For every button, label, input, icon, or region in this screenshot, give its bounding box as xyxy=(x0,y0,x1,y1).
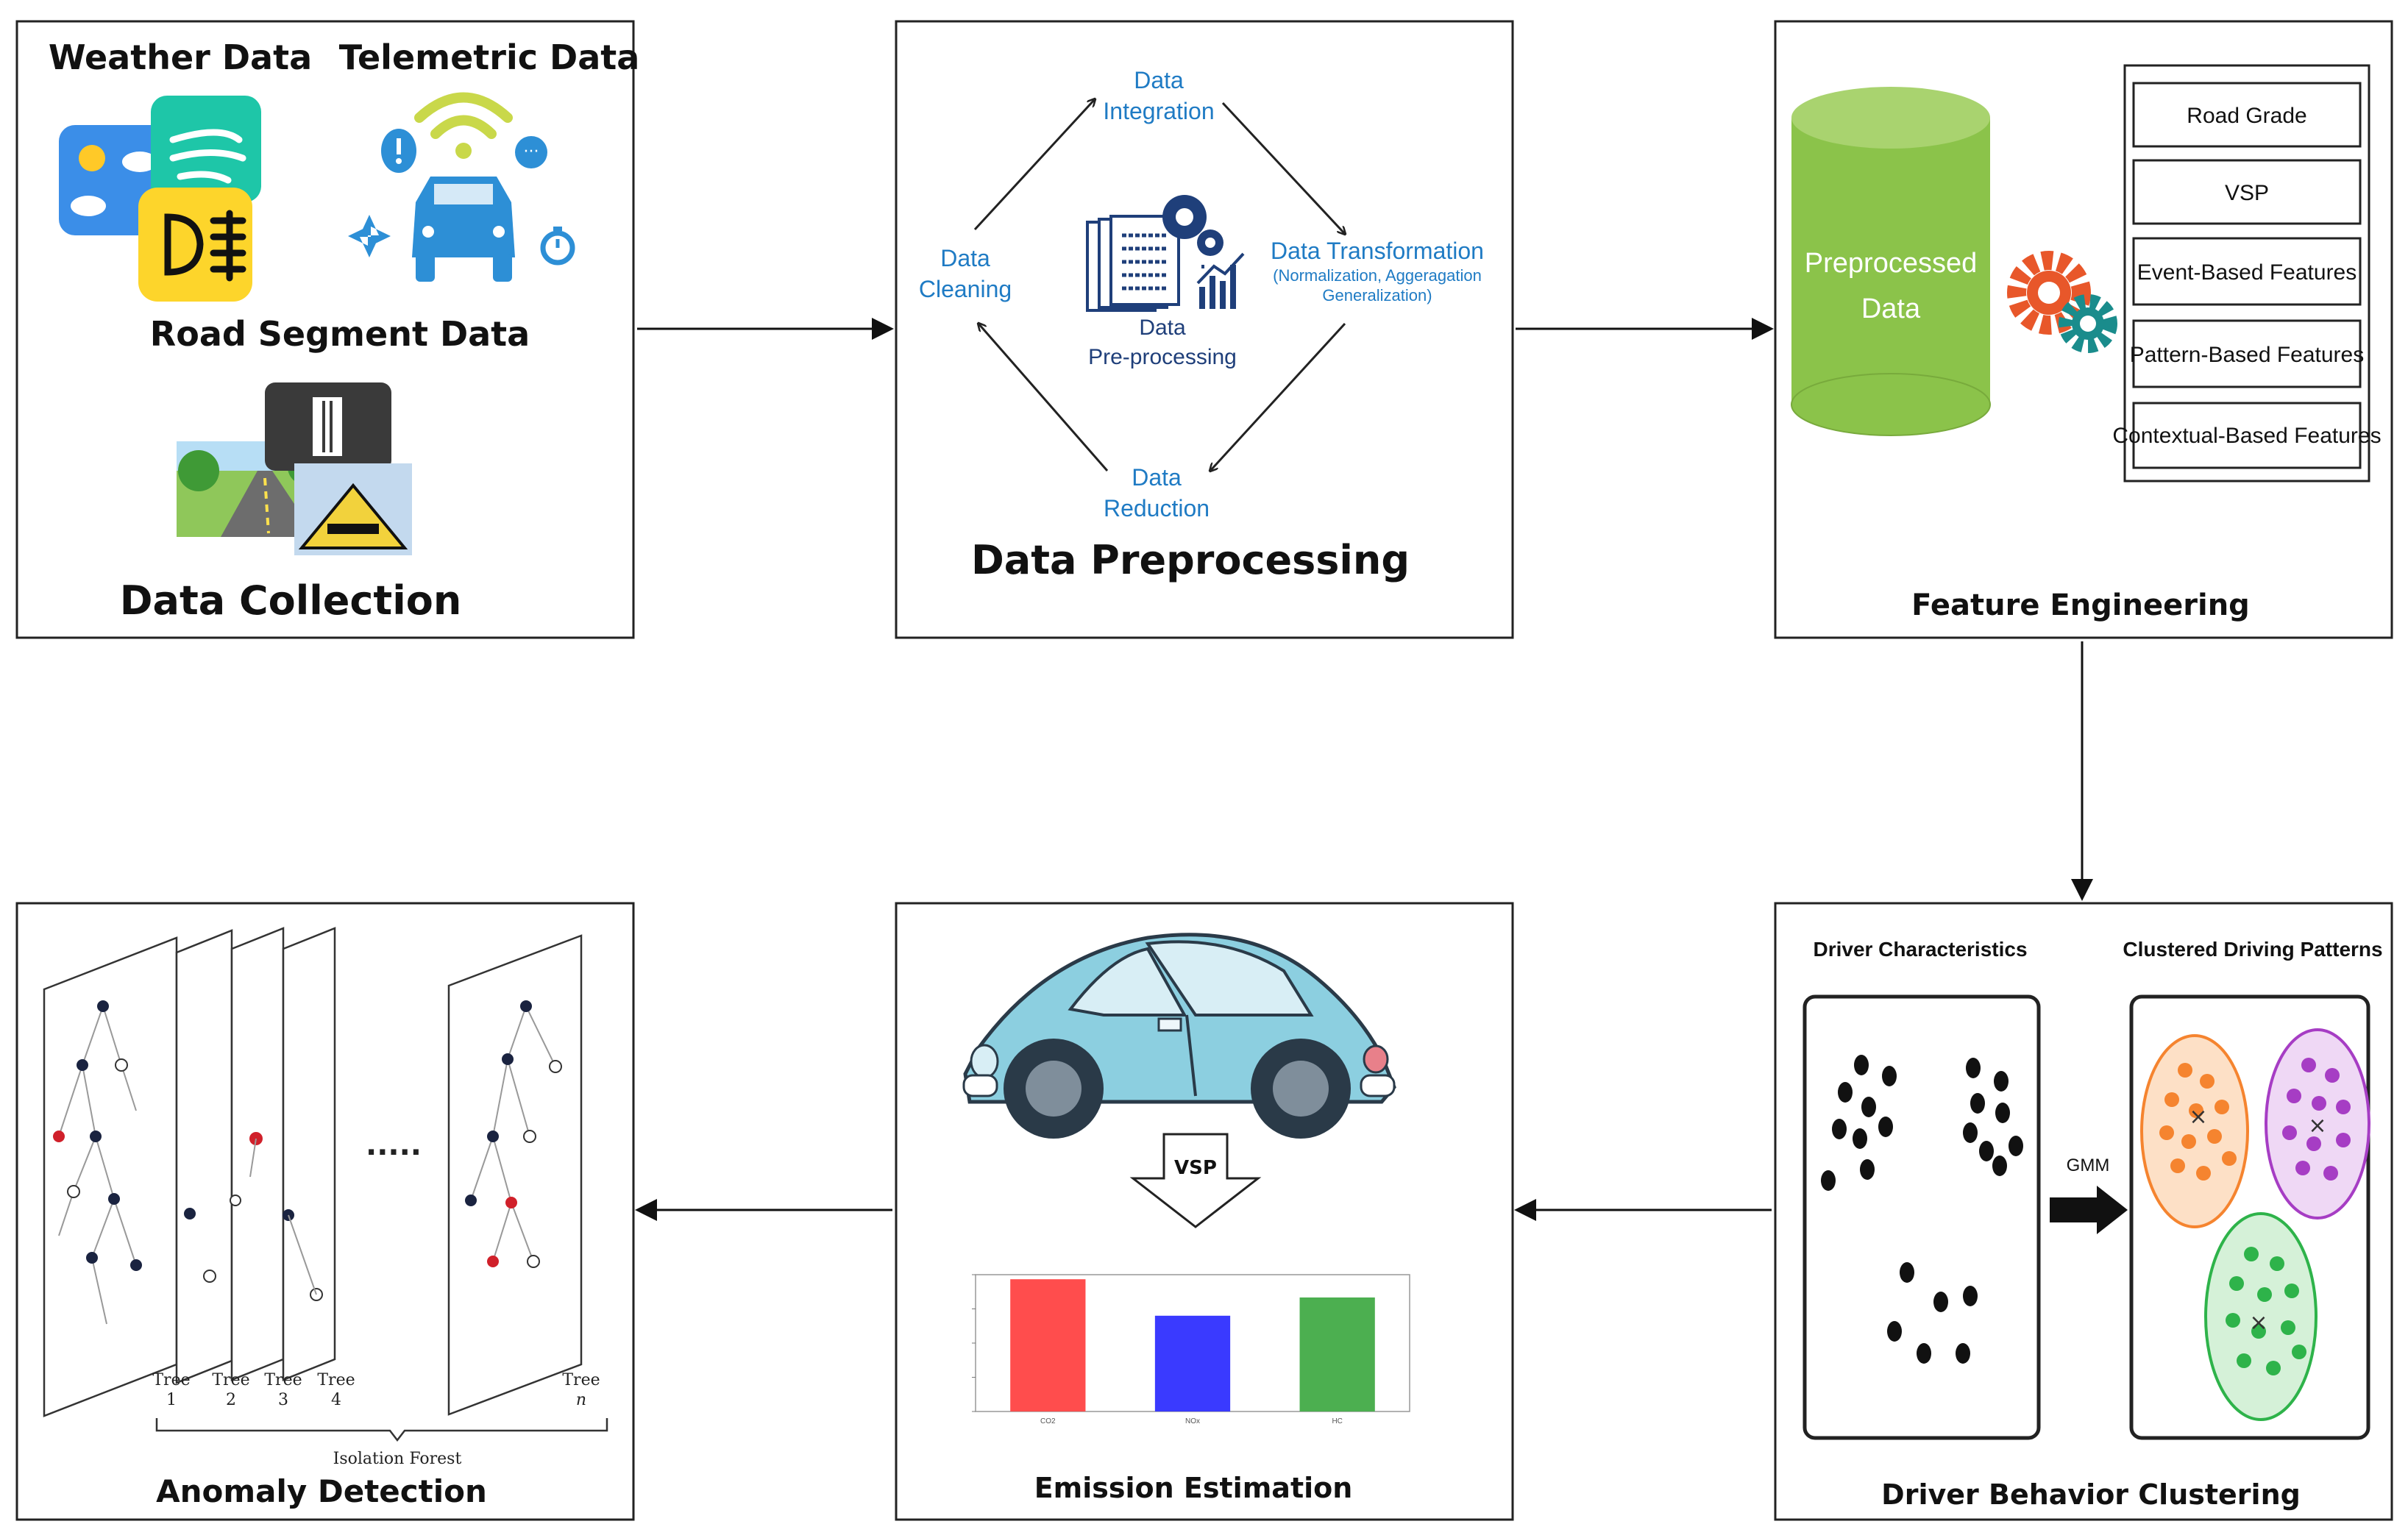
stopwatch-icon xyxy=(540,227,575,266)
move-icon xyxy=(348,215,391,257)
panel-feature-engineering: Preprocessed Data Road Grade VSP Event-B… xyxy=(1774,20,2393,639)
chart-category-label: CO2 xyxy=(1040,1417,1056,1425)
panel-emission-estimation: VSP CO2 NOx HC Emission Estimation xyxy=(895,902,1514,1521)
isolation-tree-4 xyxy=(282,927,336,1381)
gears-icon xyxy=(2007,251,2117,353)
tree-n-label: Tree xyxy=(562,1371,600,1389)
feature-label: Pattern-Based Features xyxy=(2130,343,2365,367)
gmm-arrow xyxy=(2050,1186,2128,1234)
isolation-tree-n xyxy=(447,934,583,1416)
preprocessing-center-line1: Data xyxy=(1139,316,1186,340)
documents-gear-icon xyxy=(1086,195,1245,312)
integration-label-line2: Integration xyxy=(1103,98,1214,124)
driver-characteristics-label: Driver Characteristics xyxy=(1813,938,2027,961)
weather-data-label: Weather Data xyxy=(49,38,312,77)
chart-y-ticks xyxy=(972,1274,976,1412)
reduction-to-cleaning-arrow xyxy=(979,324,1109,471)
cleaning-label-line1: Data xyxy=(940,245,990,271)
isolation-tree-1 xyxy=(43,936,178,1417)
panel-title-data-preprocessing: Data Preprocessing xyxy=(971,537,1410,583)
transformation-label-line3: Generalization) xyxy=(1322,286,1432,305)
chart-bar-hc xyxy=(1299,1297,1375,1411)
vsp-arrow xyxy=(1129,1133,1262,1228)
wifi-icon xyxy=(414,92,513,159)
alert-icon xyxy=(381,129,416,173)
weather-icon xyxy=(59,96,261,235)
panel-frame xyxy=(895,20,1514,639)
tree-3-label: Tree xyxy=(264,1371,302,1389)
cleaning-to-integration-arrow xyxy=(973,99,1095,231)
tree-2-label: Tree xyxy=(212,1371,249,1389)
chart-bars: CO2 NOx HC xyxy=(1010,1279,1375,1425)
feature-box-event-based: Event-Based Features xyxy=(2132,237,2362,306)
isolation-forest-label: Isolation Forest xyxy=(333,1450,462,1468)
feature-label: VSP xyxy=(2225,181,2269,205)
svg-text:×: × xyxy=(2249,1310,2267,1336)
clustered-patterns-label: Clustered Driving Patterns xyxy=(2123,938,2382,961)
chart-bar-co2 xyxy=(1010,1279,1086,1411)
car-icon xyxy=(412,177,515,282)
integration-label-line1: Data xyxy=(1134,67,1184,93)
tree-1-label: Tree xyxy=(152,1371,190,1389)
database-cylinder-icon xyxy=(1791,87,1991,436)
reduction-label-line1: Data xyxy=(1132,464,1182,491)
transformation-to-reduction-arrow xyxy=(1210,322,1346,471)
cylinder-label-line2: Data xyxy=(1861,293,1921,324)
feature-box-contextual-based: Contextual-Based Features xyxy=(2112,402,2382,469)
tree-2-number: 2 xyxy=(226,1391,236,1409)
tree-1-number: 1 xyxy=(166,1391,177,1409)
raw-points-frame xyxy=(1803,994,2041,1440)
feature-label: Contextual-Based Features xyxy=(2112,424,2381,448)
feature-box-pattern-based: Pattern-Based Features xyxy=(2130,319,2365,388)
preprocessing-center-line2: Pre-processing xyxy=(1088,345,1237,369)
cluster-orange: × xyxy=(2140,1034,2249,1228)
panel-title-feature-engineering: Feature Engineering xyxy=(1911,588,2250,622)
road-segment-label: Road Segment Data xyxy=(150,314,530,354)
reduction-label-line2: Reduction xyxy=(1104,495,1210,521)
tree-4-label: Tree xyxy=(317,1371,355,1389)
panel-data-preprocessing: Data Integration Data Transformation (No… xyxy=(895,20,1514,639)
vsp-arrow-label: VSP xyxy=(1174,1157,1217,1179)
cleaning-label-line2: Cleaning xyxy=(919,276,1012,302)
panel-data-collection: Weather Data Telemetric Data xyxy=(15,20,640,639)
transformation-label-line1: Data Transformation xyxy=(1271,238,1484,264)
cluster-green: × xyxy=(2204,1212,2318,1421)
raw-data-points xyxy=(1821,1055,2023,1364)
cluster-purple: × xyxy=(2265,1028,2370,1220)
feature-label: Road Grade xyxy=(2187,104,2306,128)
gmm-label: GMM xyxy=(2067,1156,2110,1175)
panel-title-anomaly-detection: Anomaly Detection xyxy=(156,1473,487,1509)
fog-light-icon xyxy=(138,188,252,302)
feature-box-vsp: VSP xyxy=(2132,159,2362,225)
telemetric-data-label: Telemetric Data xyxy=(339,38,640,77)
cylinder-label-line1: Preprocessed xyxy=(1805,248,1977,279)
feature-box-road-grade: Road Grade xyxy=(2132,82,2362,148)
panel-driver-behavior-clustering: Driver Characteristics Clustered Driving… xyxy=(1774,902,2393,1521)
feature-label: Event-Based Features xyxy=(2137,260,2357,285)
sign-icon xyxy=(265,382,412,555)
chat-icon: ··· xyxy=(515,136,547,168)
tree-3-number: 3 xyxy=(278,1391,288,1409)
panel-title-emission-estimation: Emission Estimation xyxy=(1034,1472,1353,1504)
isolation-tree-2 xyxy=(175,929,233,1384)
integration-to-transformation-arrow xyxy=(1221,102,1345,234)
forest-brace xyxy=(155,1418,608,1442)
svg-text:···: ··· xyxy=(524,143,539,161)
emission-bar-chart: CO2 NOx HC xyxy=(949,1256,1427,1433)
svg-text:×: × xyxy=(2189,1104,2207,1130)
tree-n-number: n xyxy=(576,1391,586,1409)
isolation-tree-3 xyxy=(230,927,285,1381)
transformation-label-line2: (Normalization, Aggeragation xyxy=(1273,266,1482,285)
trees-ellipsis: ..... xyxy=(366,1128,422,1162)
chart-bar-nox xyxy=(1154,1315,1231,1411)
panel-title-data-collection: Data Collection xyxy=(120,577,462,624)
tree-4-number: 4 xyxy=(331,1391,341,1409)
svg-text:×: × xyxy=(2308,1113,2326,1139)
panel-anomaly-detection: ..... Tree 1 Tree 2 Tree 3 Tree 4 Tree n… xyxy=(15,902,635,1521)
panel-title-driver-behavior-clustering: Driver Behavior Clustering xyxy=(1881,1478,2301,1511)
car-illustration xyxy=(962,933,1396,1139)
chart-category-label: NOx xyxy=(1185,1417,1200,1425)
chart-category-label: HC xyxy=(1332,1417,1342,1425)
